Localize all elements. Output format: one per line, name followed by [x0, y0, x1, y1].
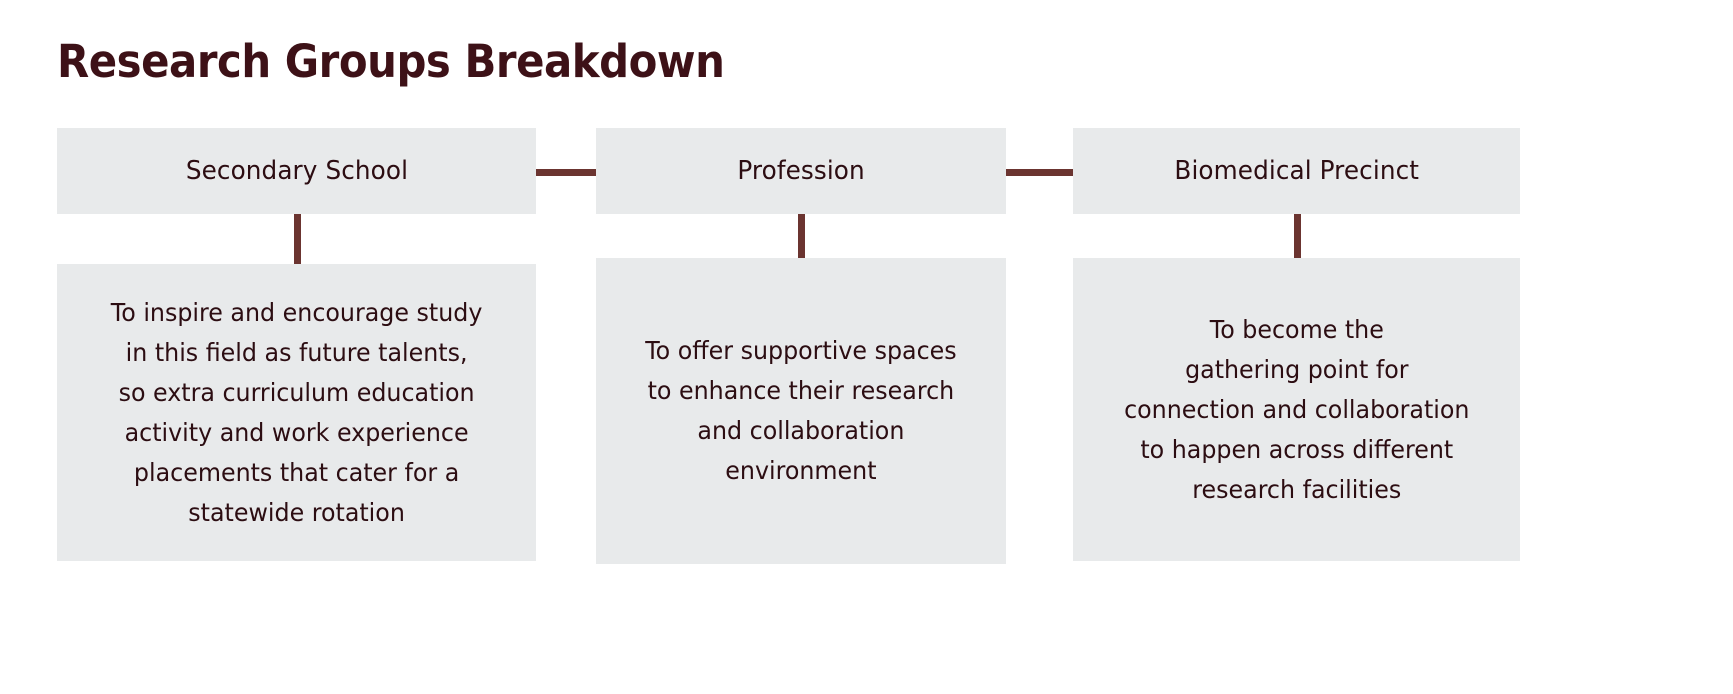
header-box-profession[interactable]: Profession — [596, 128, 1006, 214]
column-biomedical-precinct: Biomedical Precinct To become the gather… — [1073, 0, 1520, 694]
connector-horizontal-school-to-profession — [536, 169, 596, 176]
page-title: Research Groups Breakdown — [57, 35, 725, 88]
body-box-profession[interactable]: To offer supportive spaces to enhance th… — [596, 258, 1006, 564]
connector-vertical-secondary-school — [293, 214, 301, 266]
body-text-biomedical-precinct: To become the gathering point for connec… — [1123, 314, 1470, 504]
connector-vertical-biomedical-precinct — [1293, 214, 1301, 260]
body-text-profession: To offer supportive spaces to enhance th… — [645, 336, 957, 485]
header-label-biomedical-precinct: Biomedical Precinct — [1174, 156, 1419, 186]
body-box-biomedical-precinct[interactable]: To become the gathering point for connec… — [1073, 258, 1520, 561]
connector-vertical-profession — [798, 214, 805, 260]
header-box-biomedical-precinct[interactable]: Biomedical Precinct — [1073, 128, 1520, 214]
column-profession: Profession To offer supportive spaces to… — [596, 0, 1006, 694]
header-label-profession: Profession — [737, 156, 865, 186]
body-box-secondary-school[interactable]: To inspire and encourage study in this f… — [57, 264, 536, 561]
header-label-secondary-school: Secondary School — [185, 156, 408, 186]
connector-horizontal-profession-to-precinct — [1006, 169, 1073, 176]
header-box-secondary-school[interactable]: Secondary School — [57, 128, 536, 214]
column-secondary-school: Secondary School To inspire and encourag… — [57, 0, 536, 694]
body-text-secondary-school: To inspire and encourage study in this f… — [110, 297, 483, 527]
